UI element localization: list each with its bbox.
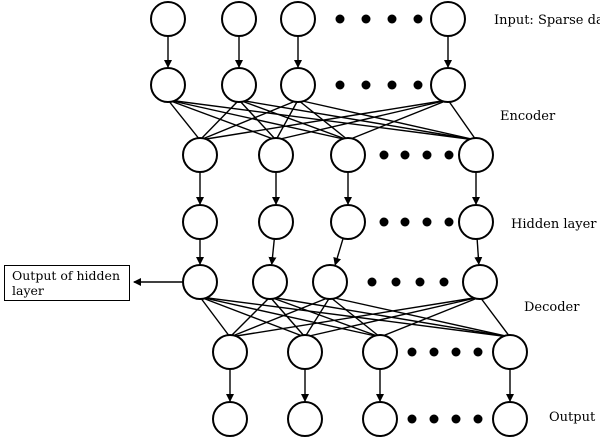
ellipsis-dot [413,80,423,90]
decoder-output-layer-neuron [362,334,398,370]
ellipsis-dot [379,150,389,160]
hidden-output-box-line1: Output of hidden [12,268,120,283]
decoder-connection [229,296,481,338]
ellipsis-dot [335,14,345,24]
decoder-output-layer-neuron [492,334,528,370]
decoder-connection [199,296,231,338]
decoder-connection [304,296,331,338]
ellipsis-dot [429,414,439,424]
encoder-input-layer-neuron [280,67,316,103]
decoder-connection [199,296,306,338]
encoder-connection [199,99,240,141]
input-layer-neuron [221,1,257,37]
decoder-connection [229,296,331,338]
output-layer-neuron [362,401,398,437]
ellipsis-dot [415,277,425,287]
ellipsis-dot [439,277,449,287]
ellipsis-dots [335,14,483,424]
input-label: Input: Sparse data [494,13,600,28]
ellipsis-dot [335,80,345,90]
ellipsis-dot [407,414,417,424]
layer-arrow [333,238,344,266]
hidden-layer-neuron [458,204,494,240]
output-layer-neuron [492,401,528,437]
ellipsis-dot [422,150,432,160]
ellipsis-dot [444,217,454,227]
decoder-connection [329,296,511,338]
hidden-layer-label: Hidden layer [511,217,597,232]
hidden-layer-neuron [330,204,366,240]
ellipsis-dot [387,14,397,24]
decoder-output-layer-neuron [212,334,248,370]
encoder-connection [238,99,477,141]
decoder-connection [199,296,381,338]
decoder-output-layer-neuron [287,334,323,370]
output-label: Output [549,410,596,425]
encoder-output-layer-neuron [458,137,494,173]
ellipsis-dot [400,217,410,227]
layer-arrow [474,238,483,266]
hidden-layer-neuron [182,204,218,240]
decoder-connection [304,296,481,338]
hidden-output-box-line2: layer [12,283,44,298]
layer-arrow [268,238,277,266]
ellipsis-dot [361,14,371,24]
hidden-output-box: Output of hidden layer [4,265,130,301]
ellipsis-dot [473,414,483,424]
encoder-connection [238,99,277,141]
encoder-input-layer-neuron [150,67,186,103]
ellipsis-dot [387,80,397,90]
neuron-nodes [150,1,528,437]
encoder-input-layer-neuron [221,67,257,103]
encoder-output-layer-neuron [330,137,366,173]
ellipsis-dot [429,347,439,357]
encoder-output-layer-neuron [182,137,218,173]
ellipsis-dot [444,150,454,160]
encoder-connection [447,99,477,141]
decoder-input-layer-neuron [312,264,348,300]
encoder-label: Encoder [500,109,556,124]
ellipsis-dot [413,14,423,24]
ellipsis-dot [473,347,483,357]
hidden-layer-neuron [258,204,294,240]
decoder-connection [269,296,381,338]
ellipsis-dot [367,277,377,287]
decoder-connection [479,296,511,338]
ellipsis-dot [361,80,371,90]
layer-arrows [133,36,514,402]
output-layer-neuron [212,401,248,437]
full-connections [167,99,511,338]
input-layer-neuron [280,1,316,37]
ellipsis-dot [422,217,432,227]
decoder-connection [229,296,271,338]
encoder-connection [297,99,477,141]
decoder-connection [269,296,306,338]
decoder-input-layer-neuron [182,264,218,300]
ellipsis-dot [407,347,417,357]
decoder-input-layer-neuron [252,264,288,300]
encoder-connection [347,99,449,141]
encoder-connection [275,99,299,141]
encoder-input-layer-neuron [430,67,466,103]
encoder-output-layer-neuron [258,137,294,173]
ellipsis-dot [451,347,461,357]
ellipsis-dot [451,414,461,424]
ellipsis-dot [379,217,389,227]
decoder-connection [379,296,481,338]
encoder-connection [199,99,449,141]
ellipsis-dot [400,150,410,160]
encoder-connection [167,99,201,141]
decoder-input-layer-neuron [462,264,498,300]
decoder-label: Decoder [524,300,580,315]
encoder-connection [199,99,299,141]
output-layer-neuron [287,401,323,437]
ellipsis-dot [391,277,401,287]
encoder-connection [167,99,277,141]
input-layer-neuron [150,1,186,37]
encoder-connection [238,99,349,141]
input-layer-neuron [430,1,466,37]
encoder-connection [275,99,449,141]
